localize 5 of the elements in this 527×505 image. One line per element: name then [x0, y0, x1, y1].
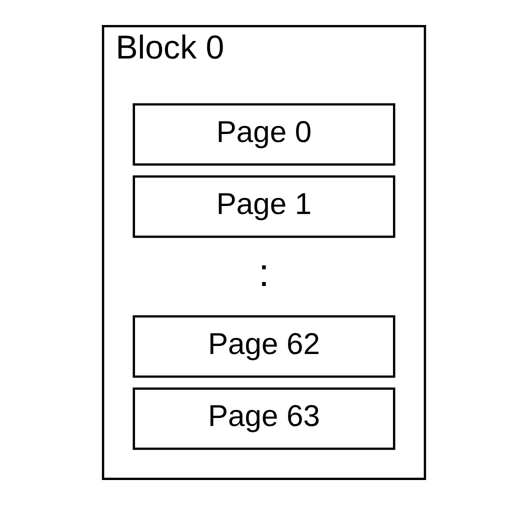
label: :: [258, 252, 269, 296]
node-box: Page 1: [132, 175, 395, 238]
node-box: Page 0: [132, 103, 395, 166]
node-box: Page 63: [132, 388, 395, 450]
node-box: Page 62: [132, 315, 395, 378]
